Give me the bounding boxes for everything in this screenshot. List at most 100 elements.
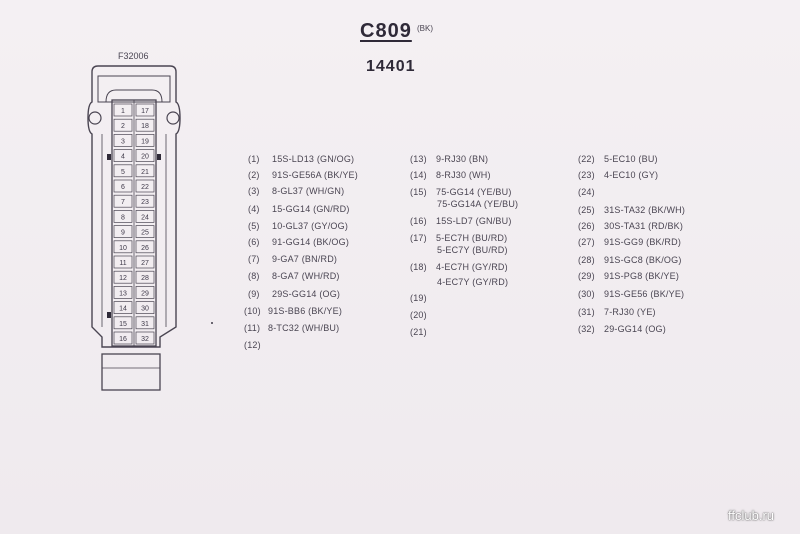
pin-entry: (21) [410, 327, 436, 337]
pin-number: (2) [248, 170, 260, 180]
connector-pin-right-number: 17 [141, 108, 149, 115]
connector-pin-left-number: 6 [121, 184, 125, 191]
pin-entry: (4)15-GG14 (GN/RD) [248, 204, 350, 214]
connector-pin-right-cell [135, 194, 155, 208]
connector-id: C809 [360, 20, 412, 42]
pin-entry: (3) 8-GL37 (WH/GN) [248, 186, 344, 196]
pin-entry: (31)7-RJ30 (YE) [578, 307, 656, 317]
connector-pin-right-cell [135, 149, 155, 162]
connector-pin-right-number: 18 [141, 123, 149, 130]
connector-color-tag: (BK) [417, 24, 433, 33]
pin-number: (8) [248, 271, 260, 281]
pin-circuit: 10-GL37 (GY/OG) [272, 221, 349, 231]
pin-entry: 4-EC7Y (GY/RD) [437, 277, 508, 287]
connector-pin-left-number: 11 [119, 260, 126, 267]
pin-number: (21) [410, 327, 427, 337]
pin-entry: (16)15S-LD7 (GN/BU) [410, 216, 512, 226]
pin-circuit: 15S-LD7 (GN/BU) [436, 216, 512, 226]
pin-entry: (14) 8-RJ30 (WH) [410, 170, 491, 180]
scan-speck [211, 322, 213, 324]
pin-circuit: 91S-GC8 (BK/OG) [604, 255, 682, 265]
pin-circuit: 91S-GG9 (BK/RD) [604, 237, 682, 247]
connector-pin-right-number: 30 [141, 306, 149, 313]
pin-circuit: 91-GG14 (BK/OG) [272, 237, 350, 247]
pin-circuit: 30S-TA31 (RD/BK) [604, 221, 684, 231]
pin-number: (23) [578, 170, 595, 180]
connector-pin-right-number: 27 [141, 260, 149, 267]
pin-entry: 75-GG14A (YE/BU) [437, 199, 518, 209]
connector-pin-left-number: 13 [119, 290, 127, 297]
pin-number: (25) [578, 205, 595, 215]
pin-circuit: 8-RJ30 (WH) [436, 170, 491, 180]
pin-number: (24) [578, 187, 595, 197]
pin-entry: (6) 91-GG14 (BK/OG) [248, 237, 349, 247]
pin-entry: (2)91S-GE56A (BK/YE) [248, 170, 358, 180]
pin-circuit: 75-GG14A (YE/BU) [437, 199, 519, 209]
connector-pin-left-number: 1 [121, 108, 125, 115]
pin-entry: (8)8-GA7 (WH/RD) [248, 271, 340, 281]
pin-entry: 5-EC7Y (BU/RD) [437, 245, 508, 255]
pin-entry: (28) 91S-GC8 (BK/OG) [578, 255, 682, 265]
pin-entry: (10)91S-BB6 (BK/YE) [244, 306, 342, 316]
pin-circuit: 4-EC7H (GY/RD) [436, 262, 508, 272]
connector-pin-right-number: 20 [141, 154, 149, 161]
pin-number: (30) [578, 289, 595, 299]
pin-number: (3) [248, 186, 260, 196]
watermark: ffclub.ru [728, 508, 775, 523]
pin-circuit: 91S-PG8 (BK/YE) [604, 271, 680, 281]
pin-circuit: 5-EC7H (BU/RD) [436, 233, 508, 243]
pin-entry: (13) 9-RJ30 (BN) [410, 154, 488, 164]
connector-pin-right-cell [135, 179, 155, 193]
pin-number: (13) [410, 154, 427, 164]
connector-pin-left-number: 14 [119, 306, 127, 313]
pin-number: (22) [578, 154, 595, 164]
connector-pin-right-cell [135, 225, 155, 238]
connector-pin-left-cell [113, 225, 133, 238]
pin-number: (31) [578, 307, 595, 317]
connector-pin-right-number: 26 [141, 245, 149, 252]
pin-circuit: 91S-GE56 (BK/YE) [604, 289, 685, 299]
part-number: 14401 [366, 58, 416, 75]
connector-pin-right-number: 29 [141, 290, 149, 297]
connector-pin-left-number: 5 [121, 169, 125, 176]
connector-pin-right-number: 19 [141, 138, 149, 145]
connector-pin-right-cell [135, 164, 155, 178]
pin-entry: (7) 9-GA7 (BN/RD) [248, 254, 337, 264]
pin-circuit: 9-RJ30 (BN) [436, 154, 489, 164]
connector-pin-left-cell [113, 255, 133, 269]
pin-circuit: 91S-BB6 (BK/YE) [268, 306, 343, 316]
pin-circuit: 31S-TA32 (BK/WH) [604, 205, 686, 215]
pin-circuit: 8-GL37 (WH/GN) [272, 186, 345, 196]
connector-pin-left-number: 9 [121, 230, 125, 237]
pin-number: (17) [410, 233, 427, 243]
connector-pin-left-number: 4 [121, 154, 125, 161]
pin-circuit: 15-GG14 (GN/RD) [272, 204, 350, 214]
pin-entry: (22) 5-EC10 (BU) [578, 154, 658, 164]
pin-number: (15) [410, 187, 427, 197]
pin-entry: (26)30S-TA31 (RD/BK) [578, 221, 683, 231]
connector-pin-left-number: 2 [121, 123, 125, 130]
pin-number: (28) [578, 255, 595, 265]
connector-pin-left-cell [113, 270, 133, 284]
connector-pin-left-cell [113, 331, 133, 345]
connector-pin-left-number: 8 [121, 214, 125, 221]
connector-pin-right-cell [135, 210, 155, 223]
connector-pin-right-number: 28 [141, 275, 149, 282]
pin-number: (18) [410, 262, 427, 272]
pin-number: (7) [248, 254, 260, 264]
connector-pin-left-cell [113, 118, 133, 132]
pin-number: (5) [248, 221, 260, 231]
connector-pin-left-number: 3 [121, 138, 125, 145]
connector-pin-left-number: 10 [119, 245, 127, 252]
connector-pin-left-number: 12 [119, 275, 127, 282]
pin-number: (14) [410, 170, 427, 180]
pin-number: (6) [248, 237, 260, 247]
connector-pin-right-cell [135, 134, 155, 147]
connector-pin-right-cell [135, 118, 155, 132]
connector-pin-right-number: 23 [141, 199, 149, 206]
pin-circuit: 5-EC10 (BU) [604, 154, 658, 164]
pin-circuit: 15S-LD13 (GN/OG) [272, 154, 355, 164]
pin-circuit: 9-GA7 (BN/RD) [272, 254, 338, 264]
